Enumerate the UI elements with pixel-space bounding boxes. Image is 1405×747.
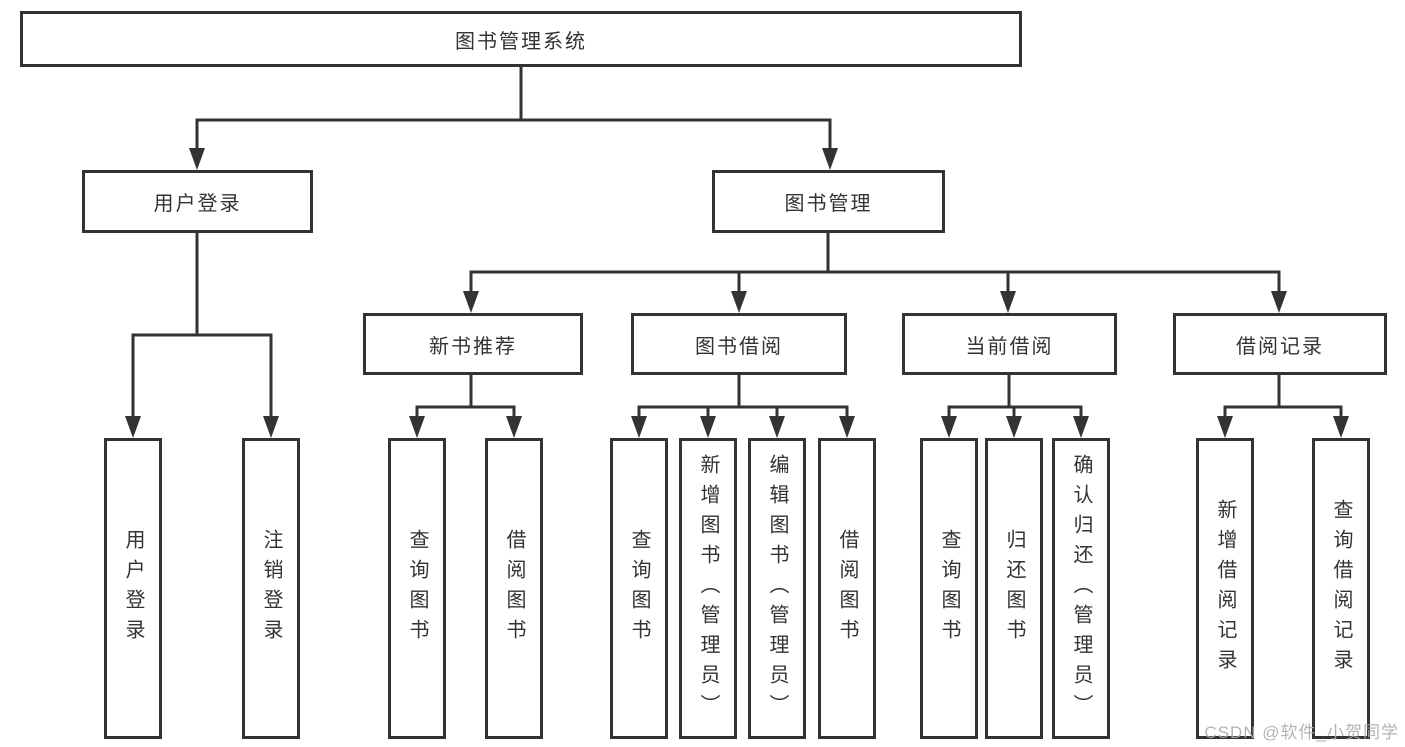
leaf-borrow-books-label: 借阅图书 [836, 528, 858, 649]
leaf-query-books-current-label: 查询图书 [938, 528, 960, 649]
node-user-login: 用户登录 [82, 170, 313, 233]
leaf-query-books-recommend: 查询图书 [388, 438, 446, 739]
leaf-confirm-return-admin: 确认归还（管理员） [1052, 438, 1110, 739]
connector-book-mgmt-to-level3 [469, 233, 1281, 293]
node-borrowing-records: 借阅记录 [1173, 313, 1387, 375]
node-borrowing-records-label: 借阅记录 [1236, 335, 1324, 358]
node-new-book-recommend: 新书推荐 [363, 313, 583, 375]
leaf-user-login: 用户登录 [104, 438, 162, 739]
node-root-system-label: 图书管理系统 [455, 30, 587, 53]
connector-book-borrow-to-children [637, 375, 849, 418]
leaf-add-borrow-record-label: 新增借阅记录 [1214, 498, 1236, 679]
connector-current-borrow-to-children [947, 375, 1083, 418]
node-book-borrowing: 图书借阅 [631, 313, 847, 375]
leaf-logout-label: 注销登录 [260, 528, 282, 649]
connector-user-login-to-children [131, 233, 273, 418]
node-book-management: 图书管理 [712, 170, 945, 233]
node-current-borrowing-label: 当前借阅 [965, 335, 1054, 358]
leaf-query-books-recommend-label: 查询图书 [406, 528, 428, 649]
leaf-borrow-books-recommend-label: 借阅图书 [503, 528, 525, 649]
leaf-add-books-admin-label: 新增图书（管理员） [697, 453, 719, 724]
leaf-query-books-current: 查询图书 [920, 438, 978, 739]
leaf-edit-books-admin-label: 编辑图书（管理员） [766, 453, 788, 724]
node-book-borrowing-label: 图书借阅 [695, 335, 783, 358]
leaf-borrow-books: 借阅图书 [818, 438, 876, 739]
leaf-add-borrow-record: 新增借阅记录 [1196, 438, 1254, 739]
node-user-login-label: 用户登录 [153, 193, 242, 215]
leaf-logout: 注销登录 [242, 438, 300, 739]
leaf-query-borrow-record: 查询借阅记录 [1312, 438, 1370, 739]
leaf-query-books-borrow: 查询图书 [610, 438, 668, 739]
connector-borrow-records-to-children [1223, 375, 1343, 418]
csdn-watermark: CSDN @软件_小贺同学 [1204, 723, 1399, 742]
leaf-add-books-admin: 新增图书（管理员） [679, 438, 737, 739]
node-book-management-label: 图书管理 [784, 193, 873, 215]
leaf-query-books-borrow-label: 查询图书 [628, 528, 650, 649]
node-root-system: 图书管理系统 [20, 11, 1022, 67]
leaf-edit-books-admin: 编辑图书（管理员） [748, 438, 806, 739]
connector-new-book-rec-to-children [415, 375, 516, 418]
leaf-return-books: 归还图书 [985, 438, 1043, 739]
leaf-user-login-label: 用户登录 [122, 528, 144, 649]
connector-root-to-level2 [195, 67, 832, 150]
leaf-query-borrow-record-label: 查询借阅记录 [1330, 498, 1352, 679]
leaf-confirm-return-admin-label: 确认归还（管理员） [1070, 453, 1092, 724]
node-current-borrowing: 当前借阅 [902, 313, 1117, 375]
leaf-return-books-label: 归还图书 [1003, 528, 1025, 649]
leaf-borrow-books-recommend: 借阅图书 [485, 438, 543, 739]
node-new-book-recommend-label: 新书推荐 [429, 335, 517, 358]
